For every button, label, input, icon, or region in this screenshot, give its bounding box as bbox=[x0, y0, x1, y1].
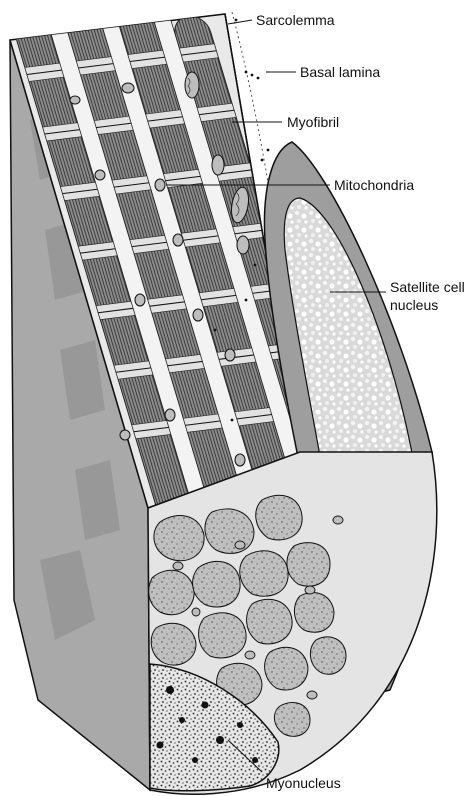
label-mitochondria: Mitochondria bbox=[334, 177, 414, 193]
sarcolemma-leader bbox=[228, 20, 252, 24]
label-myofibril: Myofibril bbox=[287, 114, 339, 130]
label-basal-lamina: Basal lamina bbox=[300, 64, 380, 80]
label-sarcolemma: Sarcolemma bbox=[256, 12, 335, 28]
label-myonucleus: Myonucleus bbox=[266, 775, 341, 791]
label-satellite-cell-nucleus-line1: Satellite cell bbox=[390, 279, 465, 295]
label-satellite-cell-nucleus-line2: nucleus bbox=[390, 297, 438, 313]
